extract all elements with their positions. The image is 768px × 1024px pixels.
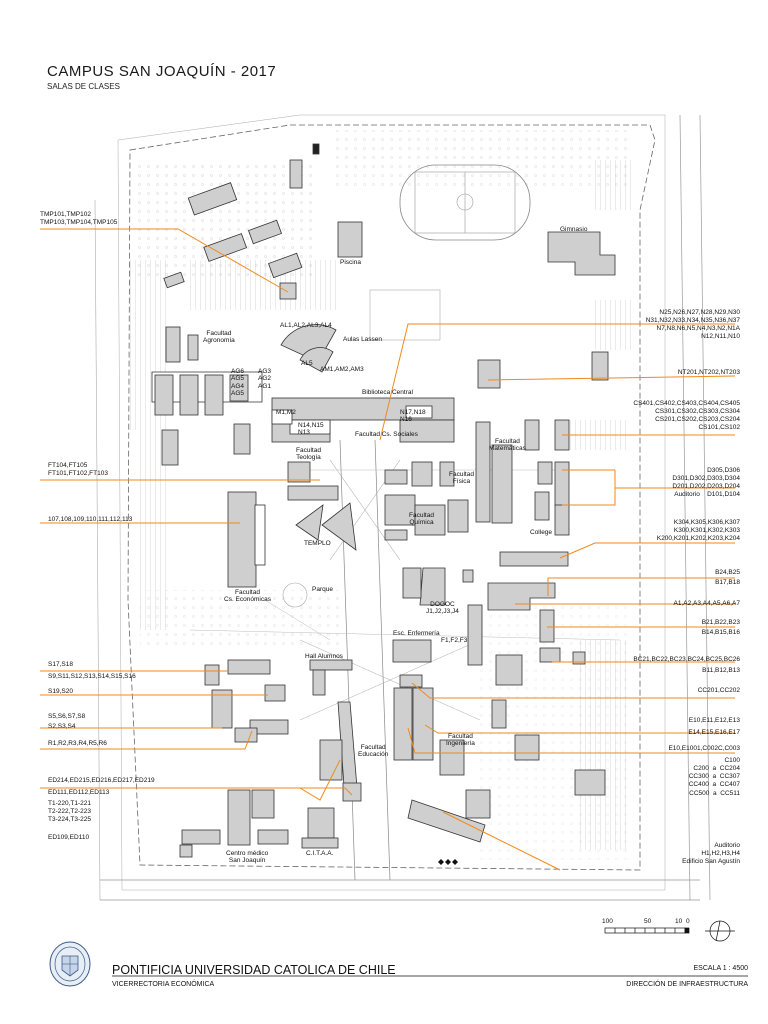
building-ag-rooms-a: AG6 AG5 AG4 AG5 — [231, 368, 245, 398]
label-d-rooms: D305,D306 D301,D302,D303,D304 D201,D202,… — [672, 467, 740, 499]
building-hall-alumnos: Hall Alumnos — [305, 653, 343, 660]
building-citaa: C.I.T.A.A. — [306, 850, 334, 857]
map-scale: ESCALA 1 : 4500 — [693, 965, 748, 972]
label-e10-rooms: E10,E11,E12,E13 — [688, 717, 740, 724]
label-n-rooms: N25,N26,N27,N28,N29,N30 N31,N32,N33,N34,… — [645, 309, 740, 341]
label-s9-rooms: S9,S11,S12,S13,S14,S15,S16 — [48, 673, 136, 680]
building-ingenieria: Facultad Ingeniería — [446, 733, 475, 748]
label-cc-rooms: CC201,CC202 — [697, 687, 740, 694]
scale-tick-10: 10 — [675, 918, 683, 925]
building-biblioteca: Biblioteca Central — [362, 389, 413, 396]
building-al5: AL5 — [301, 360, 313, 367]
building-piscina: Piscina — [340, 259, 361, 266]
building-agronomia: Facultad Agronomía — [203, 330, 235, 345]
label-e1001-rooms: E10,E1001,C002C,C003 — [668, 745, 740, 752]
university-seal-icon — [49, 941, 91, 987]
building-f-rooms: F1,F2,F3 — [441, 637, 468, 644]
label-bc-rooms: BC21,BC22,BC23,BC24,BC25,BC26 — [633, 656, 740, 663]
building-n14-rooms: N14,N15 N13 — [298, 422, 324, 437]
label-c-rooms: C100 C200 a CC204 CC300 a CC307 CC400 a … — [688, 757, 740, 797]
label-s19-rooms: S19,S20 — [48, 688, 73, 695]
campus-boundary — [127, 124, 656, 871]
map-title: CAMPUS SAN JOAQUÍN - 2017 — [47, 63, 277, 80]
label-e14-rooms: E14,E15,E16,E17 — [688, 729, 740, 736]
label-b21-rooms: B21,B22,B23 — [701, 619, 740, 626]
building-aulas-lassen: Aulas Lassen — [343, 336, 383, 343]
scale-tick-0: 0 — [686, 918, 690, 925]
building-matematicas: Facultad Matemáticas — [489, 438, 526, 453]
label-r-rooms: R1,R2,R3,R4,R5,R6 — [48, 740, 107, 747]
label-s5-rooms: S5,S6,S7,S8 — [48, 713, 86, 720]
map-subtitle: SALAS DE CLASES — [47, 82, 120, 91]
scale-tick-50: 50 — [644, 918, 652, 925]
vicerrectoria-name: VICERRECTORIA ECONÓMICA — [112, 981, 215, 988]
building-enfermeria: Esc. Enfermería — [393, 630, 440, 637]
label-s17-rooms: S17,S18 — [48, 661, 73, 668]
building-parque: Parque — [312, 586, 333, 593]
label-b17-rooms: B17,B18 — [715, 579, 740, 586]
label-nt-rooms: NT201,NT202,NT203 — [677, 369, 740, 376]
building-teologia: Facultad Teología — [296, 447, 321, 462]
label-ed109-rooms: ED109,ED110 — [48, 834, 90, 841]
label-auditorio-rooms: Auditorio H1,H2,H3,H4 Edificio San Agust… — [682, 842, 740, 866]
label-s2-rooms: S2,S3,S4 — [48, 723, 76, 730]
building-gimnasio: Gimnasio — [560, 226, 588, 233]
university-name: PONTIFICIA UNIVERSIDAD CATOLICA DE CHILE — [112, 963, 396, 977]
building-al-rooms: AL1,AL2,AL3,AL4 — [280, 322, 332, 329]
label-b11-rooms: B11,B12,B13 — [702, 667, 740, 674]
building-college: College — [530, 529, 553, 536]
building-economicas: Facultad Cs. Económicas — [224, 589, 271, 604]
scale-tick-100: 100 — [602, 918, 613, 925]
building-am-rooms: AM1,AM2,AM3 — [320, 366, 364, 373]
label-cs-rooms: CS401,CS402,CS403,CS404,CS405 CS301,CS30… — [633, 400, 740, 432]
building-centro-medico: Centro médico San Joaquín — [226, 850, 269, 865]
label-b24-rooms: B24,B25 — [715, 569, 740, 576]
department-name: DIRECCIÓN DE INFRAESTRUCTURA — [626, 981, 748, 988]
label-a-rooms: A1,A2,A3,A4,A5,A6,A7 — [673, 600, 741, 607]
label-b14-rooms: B14,B15,B16 — [701, 629, 740, 636]
building-quimica: Facultad Química — [409, 512, 434, 527]
label-ed111-rooms: ED111,ED112,ED113 — [48, 789, 110, 796]
label-t-rooms: T1-220,T1-221 T2-222,T2-223 T3-224,T3-22… — [48, 800, 91, 824]
building-n17-rooms: N17,N18 N16 — [400, 409, 426, 424]
building-fisica: Facultad Física — [449, 471, 474, 486]
building-dogoc: DOGOC J1,J2,J3,J4 — [426, 601, 459, 616]
label-k-rooms: K304,K305,K306,K307 K300,K301,K302,K303 … — [656, 519, 740, 543]
label-ed214-rooms: ED214,ED215,ED216,ED217,ED219 — [48, 777, 155, 784]
building-educacion: Facultad Educación — [358, 744, 389, 759]
label-economicas-rooms: 107,108,109,110,111,112,113 — [48, 516, 133, 523]
label-tmp-rooms: TMP101,TMP102 TMP103,TMP104,TMP105 — [40, 211, 118, 227]
building-templo: TEMPLO — [304, 540, 331, 547]
building-ag-rooms-b: AG3 AG2 AG1 — [258, 368, 272, 390]
building-cs-sociales: Facultad Cs. Sociales — [355, 431, 418, 438]
building-m-rooms: M1,M2 — [276, 409, 296, 416]
label-ft-rooms: FT104,FT105 FT101,FT102,FT103 — [48, 462, 108, 478]
